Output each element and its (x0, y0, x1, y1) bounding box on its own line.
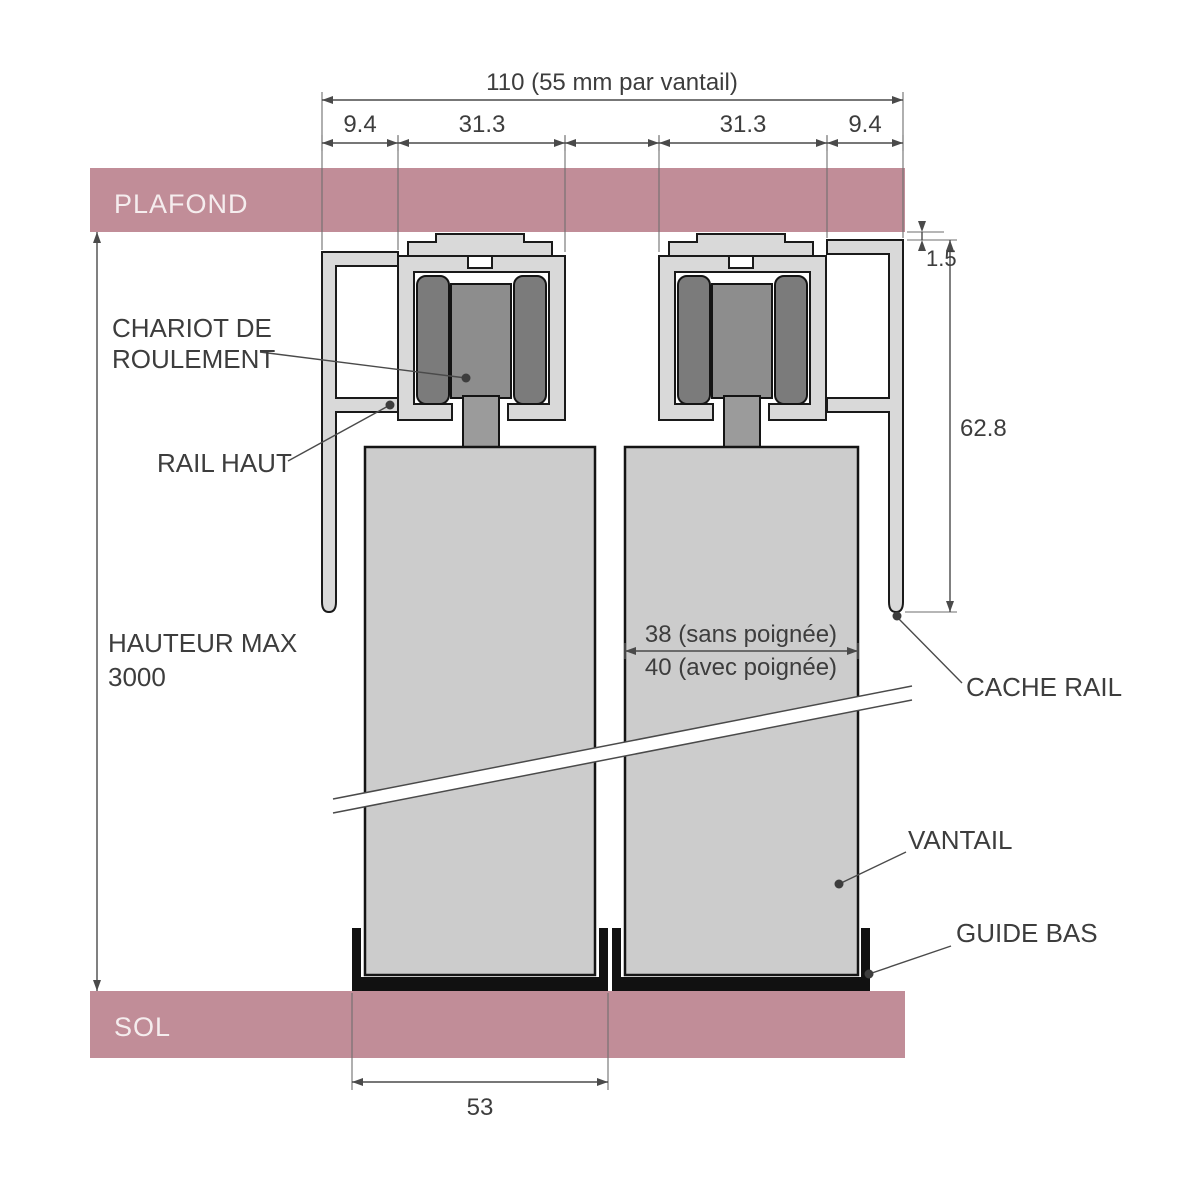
dim-rail-right: 31.3 (720, 111, 767, 138)
door-hanger-bolt (462, 395, 500, 451)
leader-rail-cover (896, 616, 963, 684)
carriage-wheel-right (513, 275, 547, 405)
dimension-lines (96, 99, 951, 1083)
label-top-rail: RAIL HAUT (157, 448, 292, 478)
carriage-assembly-left (397, 233, 566, 451)
dim-rail-left: 31.3 (459, 111, 506, 138)
label-carriage-line2: ROULEMENT (112, 344, 275, 374)
leader-lines (259, 351, 963, 979)
rail-top-slot (467, 255, 493, 269)
rail-mounting-plate (407, 233, 553, 257)
carriage-body (450, 283, 512, 399)
leader-carriage (259, 351, 467, 379)
dim-bottom-guide-width: 53 (467, 1094, 494, 1121)
leader-dot-top-rail (385, 400, 395, 410)
floor-label: SOL (114, 1012, 171, 1042)
cache-rail-left-profile (321, 251, 399, 614)
top-rail-profile (397, 255, 566, 421)
ceiling-label: PLAFOND (114, 189, 249, 219)
leader-dot-door-panel (834, 879, 844, 889)
door-panel-left (363, 445, 597, 977)
dim-rail-height: 62.8 (960, 415, 1007, 442)
carriage-wheel-left (416, 275, 450, 405)
leader-dot-rail-cover (892, 611, 902, 621)
label-door-panel: VANTAIL (908, 825, 1013, 855)
dim-thickness-handle: 40 (avec poignée) (645, 654, 837, 681)
leader-dot-carriage (461, 373, 471, 383)
dim-total-width: 110 (55 mm par vantail) (486, 69, 738, 96)
dim-cover-right: 9.4 (848, 111, 881, 138)
label-rail-cover: CACHE RAIL (966, 672, 1122, 702)
dim-max-height-line1: HAUTEUR MAX (108, 628, 297, 658)
dim-cover-left: 9.4 (343, 111, 376, 138)
bottom-guide-right (612, 928, 870, 991)
carriage-assembly-right (658, 233, 827, 451)
dim-max-height-line2: 3000 (108, 662, 166, 692)
dim-thickness-no-handle: 38 (sans poignée) (645, 621, 837, 648)
label-bottom-guide: GUIDE BAS (956, 918, 1098, 948)
leader-dot-bottom-guide (864, 969, 874, 979)
extension-lines (321, 92, 957, 1090)
leader-top-rail (287, 404, 391, 462)
floor-band (90, 991, 905, 1058)
leader-bottom-guide (868, 945, 952, 975)
dim-ceiling-gap: 1.5 (926, 246, 957, 271)
bottom-guide-left (352, 928, 608, 991)
leader-door-panel (838, 851, 907, 885)
cache-rail-right-profile (826, 239, 904, 614)
label-carriage-line1: CHARIOT DE (112, 313, 272, 343)
ceiling-band (90, 168, 905, 232)
break-lines (332, 685, 913, 814)
